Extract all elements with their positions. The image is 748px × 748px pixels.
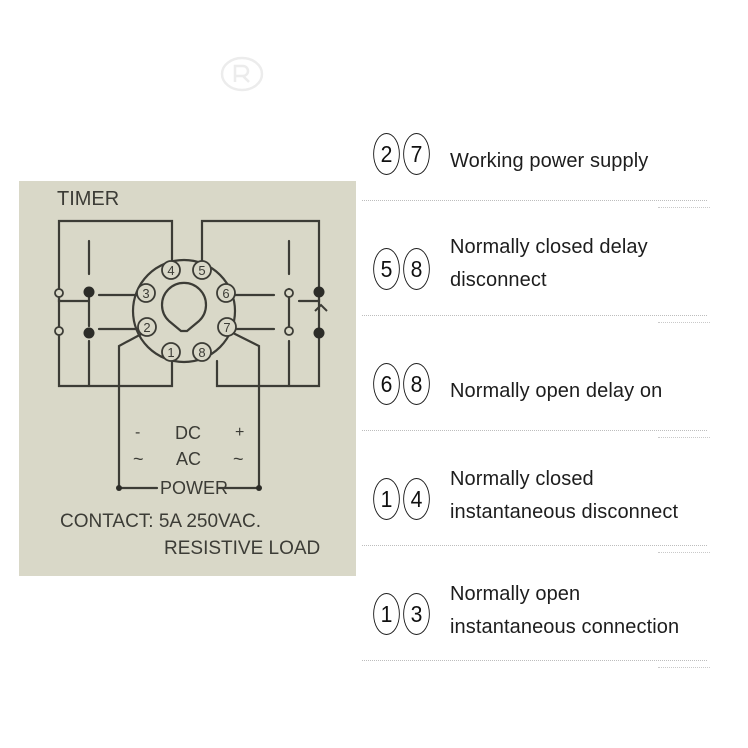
legend-line: instantaneous disconnect — [450, 501, 679, 523]
pin-4-label: 4 — [167, 263, 174, 278]
pin-badge: 4 — [403, 478, 430, 520]
pin-badge: 6 — [373, 363, 400, 405]
divider — [362, 660, 707, 661]
legend-line: Normally open — [450, 583, 581, 605]
pin-badge: 1 — [373, 593, 400, 635]
divider — [362, 200, 707, 201]
legend-row: 6 8 Normally open delay on — [362, 348, 724, 463]
resistive-load-label: RESISTIVE LOAD — [164, 538, 320, 559]
legend-description: Normally closed instantaneous disconnect — [450, 463, 678, 529]
pin-badge: 3 — [403, 593, 430, 635]
pin-5-label: 5 — [198, 263, 205, 278]
pin-badge: 5 — [373, 248, 400, 290]
pin-2-label: 2 — [143, 320, 150, 335]
legend-row: 1 4 Normally closed instantaneous discon… — [362, 463, 724, 578]
pin-pair: 1 4 — [372, 478, 431, 520]
legend-line: disconnect — [450, 269, 547, 291]
divider — [658, 207, 710, 208]
contact-rating: CONTACT: 5A 250VAC. — [60, 511, 261, 532]
wiring-diagram: 4 5 3 6 2 7 1 8 TIMER - DC + ~ AC ~ POWE… — [19, 181, 356, 576]
pin-badge: 2 — [373, 133, 400, 175]
divider — [658, 437, 710, 438]
pin-7-label: 7 — [223, 320, 230, 335]
legend-line: Normally closed delay — [450, 236, 648, 258]
dc-minus-label: - — [135, 424, 140, 441]
legend-description: Normally closed delay disconnect — [450, 231, 648, 297]
registered-watermark-icon — [219, 54, 265, 94]
pin-badge: 8 — [403, 363, 430, 405]
legend-line: Working power supply — [450, 150, 649, 172]
divider — [658, 552, 710, 553]
divider — [658, 667, 710, 668]
pin-8-label: 8 — [198, 345, 205, 360]
dc-label: DC — [175, 423, 201, 443]
pin-pair: 1 3 — [372, 593, 431, 635]
pin-badge: 1 — [373, 478, 400, 520]
legend-row: 1 3 Normally open instantaneous connecti… — [362, 578, 724, 693]
legend-description: Normally open delay on — [450, 375, 662, 408]
legend-row: 5 8 Normally closed delay disconnect — [362, 233, 724, 348]
ac-label: AC — [176, 449, 201, 469]
pin-badge: 7 — [403, 133, 430, 175]
legend-description: Normally open instantaneous connection — [450, 578, 679, 644]
dc-plus-label: + — [235, 424, 244, 441]
ac-right-tilde: ~ — [233, 449, 244, 469]
legend-line: Normally closed — [450, 468, 594, 490]
legend-line: instantaneous connection — [450, 616, 680, 638]
legend-row: 2 7 Working power supply — [362, 118, 724, 233]
pin-badge: 8 — [403, 248, 430, 290]
ac-left-tilde: ~ — [133, 449, 144, 469]
divider — [362, 545, 707, 546]
pin-6-label: 6 — [222, 286, 229, 301]
timer-label: TIMER — [57, 188, 119, 210]
power-label: POWER — [160, 478, 228, 498]
pin-pair: 2 7 — [372, 133, 431, 175]
pin-pair: 6 8 — [372, 363, 431, 405]
divider — [658, 322, 710, 323]
pin-1-label: 1 — [167, 345, 174, 360]
pin-pair: 5 8 — [372, 248, 431, 290]
legend-description: Working power supply — [450, 145, 648, 178]
divider — [362, 315, 707, 316]
pin-3-label: 3 — [142, 286, 149, 301]
divider — [362, 430, 707, 431]
legend-line: Normally open delay on — [450, 380, 663, 402]
